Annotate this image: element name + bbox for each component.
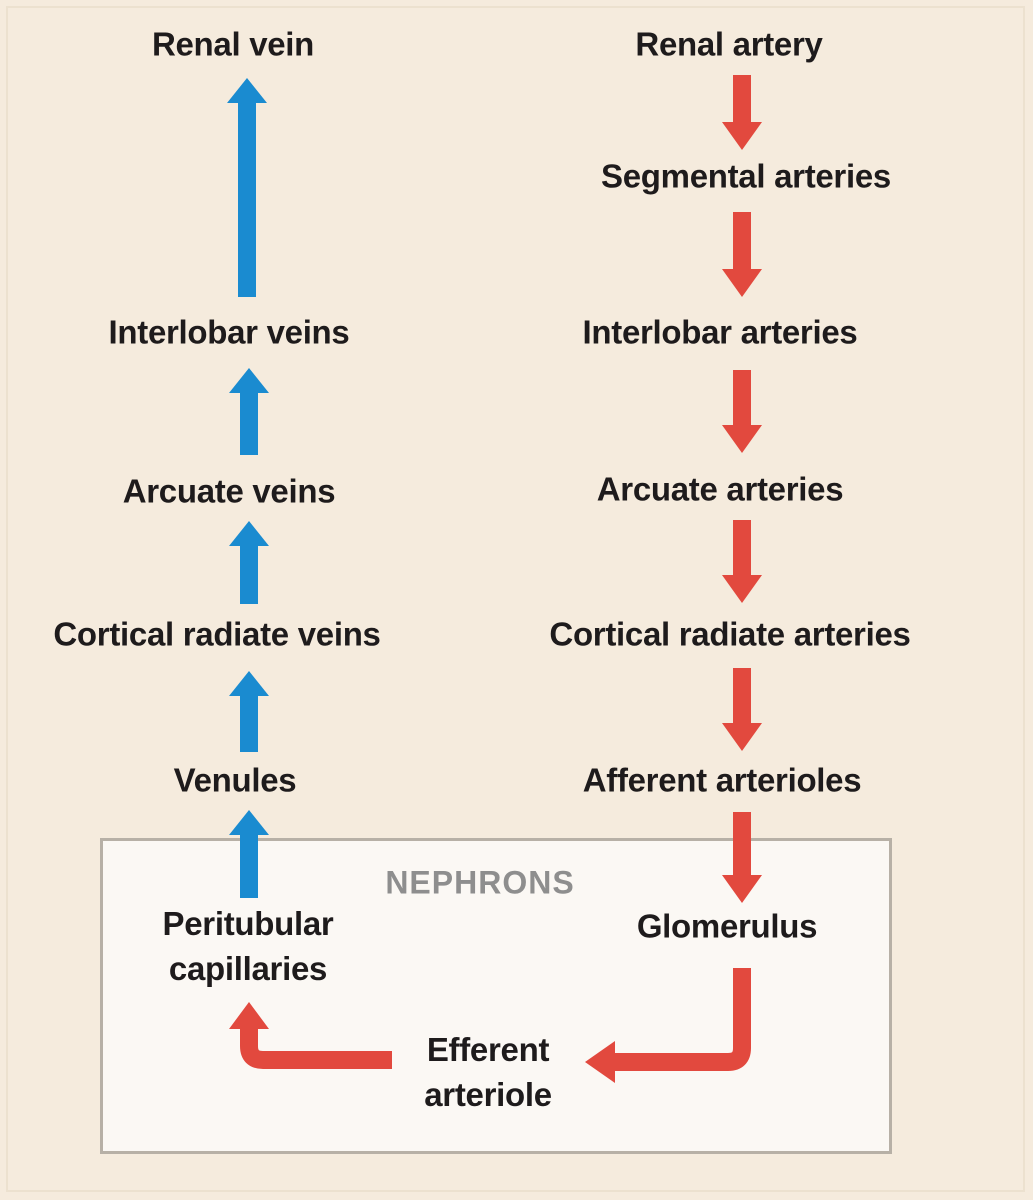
label-venules: Venules [173, 761, 297, 799]
label-renal-vein: Renal vein [151, 25, 315, 63]
label-interlobar-arteries: Interlobar arteries [582, 313, 858, 351]
label-glomerulus: Glomerulus [636, 907, 818, 945]
vein-arrow-4 [229, 671, 269, 752]
vein-arrow-5 [229, 810, 269, 898]
label-segmental-arteries: Segmental arteries [601, 157, 891, 195]
artery-arrow-2 [722, 212, 762, 297]
vein-arrow-1 [227, 78, 267, 297]
label-arcuate-arteries: Arcuate arteries [596, 470, 844, 508]
artery-arrow-5 [722, 668, 762, 751]
label-afferent-arterioles: Afferent arterioles [582, 761, 862, 799]
artery-arrow-3 [722, 370, 762, 453]
diagram-frame [6, 6, 1025, 1192]
artery-arrow-4 [722, 520, 762, 603]
label-efferent-arteriole: Efferent arteriole [424, 1031, 552, 1113]
artery-arrow-1 [722, 75, 762, 150]
label-cortical-radiate-arteries: Cortical radiate arteries [549, 615, 911, 653]
vein-arrows [227, 78, 269, 898]
artery-arrows [229, 75, 762, 1083]
vein-arrow-3 [229, 521, 269, 604]
label-renal-artery: Renal artery [635, 25, 823, 63]
label-arcuate-veins: Arcuate veins [122, 472, 336, 510]
artery-arrow-efferent-to-peritubular [229, 1002, 392, 1069]
label-peritubular-capillaries: Peritubular capillaries [162, 905, 334, 987]
nephrons-title: NEPHRONS [385, 864, 575, 901]
artery-arrow-6 [722, 812, 762, 903]
label-cortical-radiate-veins: Cortical radiate veins [53, 615, 381, 653]
label-interlobar-veins: Interlobar veins [108, 313, 350, 351]
nephrons-box [100, 838, 892, 1154]
vein-arrow-2 [229, 368, 269, 455]
artery-arrow-glomerulus-to-efferent [585, 968, 751, 1083]
